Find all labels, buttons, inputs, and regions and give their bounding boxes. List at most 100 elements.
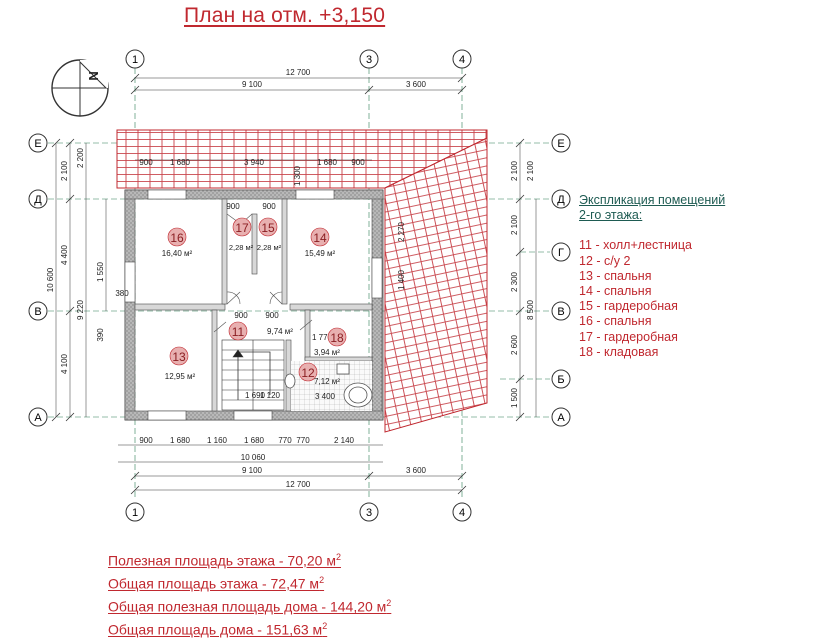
svg-text:18: 18 bbox=[330, 331, 344, 345]
dim-right-8500: 8 500 bbox=[526, 299, 535, 320]
axis-marker-e-left: Е bbox=[28, 133, 48, 153]
legend-item: 18 - кладовая bbox=[579, 344, 659, 359]
room-11: 11 9,74 м² bbox=[228, 321, 293, 341]
dimension-ticks bbox=[51, 73, 525, 495]
room-legend: Экспликация помещений 2-го этажа: 11 - х… bbox=[579, 193, 725, 360]
axis-marker-d-right: Д bbox=[551, 189, 571, 209]
axis-marker-4-top: 4 bbox=[452, 49, 472, 69]
svg-text:В: В bbox=[34, 306, 41, 318]
legend-item: 11 - холл+лестница bbox=[579, 238, 692, 253]
axis-marker-1-bottom: 1 bbox=[125, 502, 145, 522]
svg-text:4: 4 bbox=[459, 54, 465, 66]
svg-text:Д: Д bbox=[557, 194, 565, 206]
svg-text:1: 1 bbox=[132, 54, 138, 66]
plan-title: План на отм. +3,150 bbox=[184, 4, 386, 27]
svg-text:А: А bbox=[34, 412, 42, 424]
room-14: 14 15,49 м² bbox=[305, 227, 336, 258]
svg-text:Д: Д bbox=[34, 194, 42, 206]
svg-text:3: 3 bbox=[366, 507, 372, 519]
legend-item: 13 - спальня bbox=[579, 268, 652, 283]
dimension-lines bbox=[55, 77, 537, 491]
axis-marker-b-right: Б bbox=[551, 369, 571, 389]
svg-text:Е: Е bbox=[34, 138, 41, 150]
dim-top-wall-0: 900 bbox=[139, 158, 153, 167]
svg-text:2,28 м²: 2,28 м² bbox=[229, 243, 254, 252]
dim-bottom-wall-1: 1 680 bbox=[170, 436, 191, 445]
axis-marker-v-right: В bbox=[551, 301, 571, 321]
axis-marker-v-left: В bbox=[28, 301, 48, 321]
axis-marker-3-bottom: 3 bbox=[359, 502, 379, 522]
dim-bottom-wall-2: 1 160 bbox=[207, 436, 228, 445]
area-line-total-floor: Общая площадь этажа - 72,47 м2 bbox=[108, 575, 325, 592]
legend-heading-2: 2-го этажа: bbox=[579, 208, 643, 223]
axis-marker-a-left: А bbox=[28, 407, 48, 427]
legend-item: 12 - с/у 2 bbox=[579, 253, 631, 268]
room-15: 15 2,28 м² bbox=[257, 217, 282, 252]
dim-inner-900c: 900 bbox=[234, 311, 248, 320]
svg-text:1: 1 bbox=[132, 507, 138, 519]
room-13: 13 12,95 м² bbox=[165, 346, 196, 381]
north-arrow-icon: N bbox=[51, 59, 109, 117]
dim-top-wall-1: 1 680 bbox=[170, 158, 191, 167]
dim-top-wall-3: 1 680 bbox=[317, 158, 338, 167]
dim-left-1550: 1 550 bbox=[96, 261, 105, 282]
dim-inner-3400: 3 400 bbox=[315, 392, 336, 401]
dim-left-380: 380 bbox=[115, 289, 129, 298]
svg-text:В: В bbox=[557, 306, 564, 318]
dim-right-2100c: 2 100 bbox=[526, 160, 535, 181]
dim-bottom-total: 12 700 bbox=[286, 480, 311, 489]
svg-text:16,40 м²: 16,40 м² bbox=[162, 249, 193, 258]
bathroom-fixtures bbox=[284, 363, 373, 408]
dim-right-1500: 1 500 bbox=[510, 387, 519, 408]
dim-inner-900a: 900 bbox=[226, 202, 240, 211]
dim-bottom-wall-3: 1 680 bbox=[244, 436, 265, 445]
dim-top-3600: 3 600 bbox=[406, 80, 427, 89]
area-summary: Полезная площадь этажа - 70,20 м2 Общая … bbox=[108, 548, 391, 641]
svg-text:11: 11 bbox=[232, 325, 245, 339]
dim-top-total: 12 700 bbox=[286, 68, 311, 77]
svg-text:4: 4 bbox=[459, 507, 465, 519]
svg-text:13: 13 bbox=[172, 350, 186, 364]
axis-marker-d-left: Д bbox=[28, 189, 48, 209]
svg-text:Г: Г bbox=[558, 247, 564, 259]
svg-text:14: 14 bbox=[313, 231, 327, 245]
legend-item: 14 - спальня bbox=[579, 284, 652, 299]
dim-top-9100: 9 100 bbox=[242, 80, 263, 89]
dim-inner-2270: 2 270 bbox=[397, 221, 406, 242]
svg-text:Е: Е bbox=[557, 138, 564, 150]
dim-bottom-wall-0: 900 bbox=[139, 436, 153, 445]
dim-right-2300: 2 300 bbox=[510, 271, 519, 292]
svg-text:12,95 м²: 12,95 м² bbox=[165, 372, 196, 381]
dim-top-wall-4: 900 bbox=[351, 158, 365, 167]
svg-text:15: 15 bbox=[261, 221, 275, 235]
dim-inner-900b: 900 bbox=[262, 202, 276, 211]
staircase bbox=[221, 339, 285, 411]
svg-text:15,49 м²: 15,49 м² bbox=[305, 249, 336, 258]
dim-inner-900d: 900 bbox=[265, 311, 279, 320]
legend-item: 16 - спальня bbox=[579, 314, 652, 329]
room-18: 18 3,94 м² bbox=[314, 327, 347, 357]
dim-bottom-wall-6: 2 140 bbox=[334, 436, 355, 445]
dim-right-2100a: 2 100 bbox=[510, 160, 519, 181]
svg-text:7,12 м²: 7,12 м² bbox=[314, 377, 340, 386]
dim-bottom-9100: 9 100 bbox=[242, 466, 263, 475]
svg-text:3: 3 bbox=[366, 54, 372, 66]
dimension-labels: 12 700 9 100 3 600 900 1 680 3 940 1 680… bbox=[115, 68, 426, 489]
room-markers: 16 16,40 м² 17 2,28 м² 15 2,28 м² 14 15,… bbox=[162, 217, 347, 386]
dim-inner-1400: 1 400 bbox=[397, 269, 406, 290]
axis-marker-3-top: 3 bbox=[359, 49, 379, 69]
dim-left-outer: 10 600 bbox=[46, 267, 55, 292]
svg-text:Б: Б bbox=[557, 374, 564, 386]
dim-inner-1300: 1 300 bbox=[293, 165, 302, 186]
dim-left-2100: 2 100 bbox=[60, 160, 69, 181]
exterior-walls bbox=[124, 189, 384, 421]
svg-text:2,28 м²: 2,28 м² bbox=[257, 243, 282, 252]
dim-inner-1120: 1 120 bbox=[260, 391, 281, 400]
room-17: 17 2,28 м² bbox=[229, 217, 254, 252]
dim-left-2200: 2 200 bbox=[76, 147, 85, 168]
area-line-total-house: Общая площадь дома - 151,63 м2 bbox=[108, 621, 328, 639]
axis-marker-4-bottom: 4 bbox=[452, 502, 472, 522]
roof-side bbox=[384, 137, 488, 433]
area-line-useful-floor: Полезная площадь этажа - 70,20 м2 bbox=[108, 552, 341, 569]
svg-text:12: 12 bbox=[301, 366, 315, 380]
